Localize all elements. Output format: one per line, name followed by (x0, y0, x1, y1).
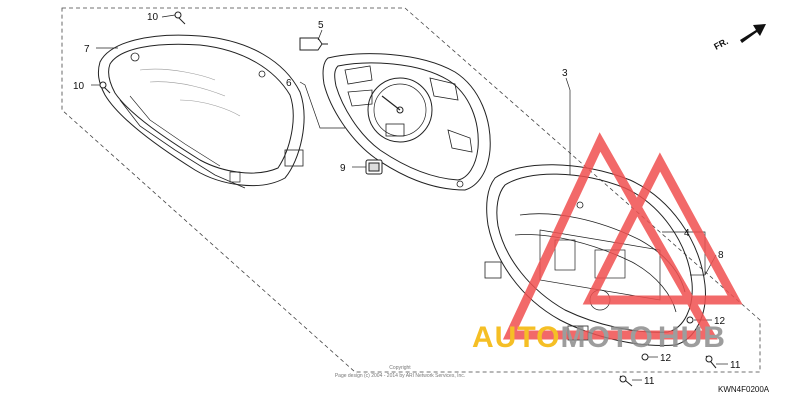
watermark-text-moto: MOTO (560, 321, 653, 354)
callout-11-lower: 11 (644, 376, 655, 387)
watermark-text-auto: AUTO (472, 321, 560, 354)
watermark-triangles (502, 132, 743, 340)
indicator-part-9[interactable] (365, 159, 383, 175)
diagram-code: KWN4F0200A (718, 385, 770, 394)
callout-10-left: 10 (73, 81, 85, 92)
callout-12-lower: 12 (660, 353, 672, 364)
copyright-line-1: Copyright (389, 365, 411, 371)
callout-8: 8 (718, 250, 724, 261)
socket-part-5[interactable] (299, 37, 328, 51)
meter-panel-part-6[interactable] (322, 53, 491, 191)
screw-part-10-top[interactable] (174, 11, 186, 25)
callout-4: 4 (684, 228, 690, 239)
watermark-triangle-small (582, 152, 743, 305)
callout-6: 6 (286, 78, 292, 89)
callout-3: 3 (562, 68, 568, 79)
copyright-line-2: Page design (c) 2004 - 2014 by ARI Netwo… (335, 373, 465, 379)
screw-part-12-right[interactable] (686, 316, 694, 324)
callout-5: 5 (318, 20, 324, 31)
front-direction-marker: FR. (712, 24, 766, 52)
front-label: FR. (712, 36, 729, 52)
arrow-up-right-icon (740, 24, 766, 43)
screw-part-10-left[interactable] (99, 81, 111, 94)
callout-9: 9 (340, 163, 346, 174)
watermark-text-hub: HUB (658, 321, 726, 354)
callout-7: 7 (84, 44, 90, 55)
meter-lens-part-7[interactable] (97, 34, 305, 189)
callout-12-right: 12 (714, 316, 726, 327)
callout-10-top: 10 (147, 12, 159, 23)
screw-part-11-right[interactable] (705, 355, 717, 369)
assembly-frame (61, 7, 761, 373)
watermark-triangle-large (502, 132, 718, 340)
callout-11-right: 11 (730, 360, 741, 371)
screw-part-11-lower[interactable] (619, 375, 633, 387)
screw-part-12-lower[interactable] (641, 353, 649, 361)
